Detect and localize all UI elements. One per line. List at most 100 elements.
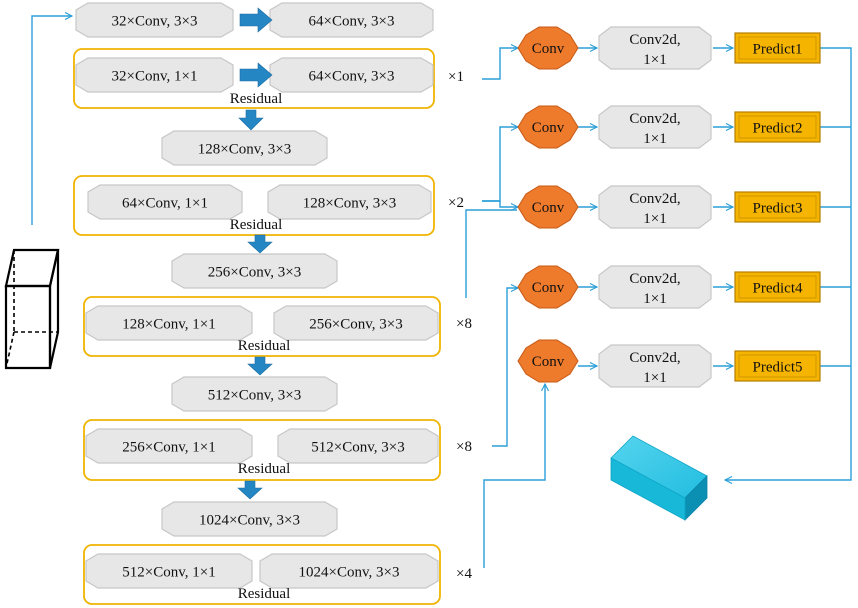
head-3-conv2d-line1: Conv2d,	[629, 191, 680, 207]
head-4-predict-box	[734, 271, 821, 303]
head-3-conv-node	[517, 185, 579, 229]
repeat-count-4: ×8	[456, 439, 472, 455]
connectors	[465, 48, 852, 568]
stage5-conv-3x3: 1024×Conv, 3×3	[259, 553, 439, 589]
repeat-count-2: ×2	[448, 195, 464, 211]
head-3-predict-label: Predict3	[753, 201, 803, 217]
right-arrow-icon	[239, 62, 273, 88]
stage3-conv-3x3: 256×Conv, 3×3	[273, 305, 439, 341]
residual-label-3: Residual	[238, 338, 291, 354]
repeat-count-5: ×4	[456, 566, 472, 582]
residual-label-1: Residual	[230, 91, 283, 107]
head-2: Conv Conv2d, 1×1 Predict2	[517, 105, 821, 149]
head-5-conv-node	[517, 339, 579, 383]
residual-frame-5	[83, 544, 441, 605]
head-4-conv2d-node	[598, 265, 712, 309]
head-5-predict-label: Predict5	[753, 360, 803, 376]
head-4: Conv Conv2d, 1×1 Predict4	[517, 265, 821, 309]
repeat-count-3: ×8	[456, 316, 472, 332]
downsample-conv-1024: 1024×Conv, 3×3	[161, 501, 338, 537]
downsample-conv-128: 128×Conv, 3×3	[161, 130, 328, 166]
downsample-conv-512: 512×Conv, 3×3	[171, 376, 338, 412]
head-2-predict-box	[734, 111, 821, 143]
head-1-conv-node	[517, 26, 579, 70]
stage5-conv-3x3-label: 1024×Conv, 3×3	[299, 565, 400, 581]
repeat-count-1: ×1	[448, 69, 464, 85]
stage1-conv-1x1-label: 32×Conv, 1×1	[112, 69, 198, 85]
stage4-conv-3x3: 512×Conv, 3×3	[277, 428, 439, 464]
residual-frame-4	[83, 419, 441, 481]
head-5: Conv Conv2d, 1×1 Predict5	[517, 339, 821, 388]
head-4-predict-label: Predict4	[753, 281, 803, 297]
stage3-conv-3x3-label: 256×Conv, 3×3	[309, 317, 402, 333]
stage4-conv-1x1-label: 256×Conv, 1×1	[122, 440, 215, 456]
stage4-conv-3x3-label: 512×Conv, 3×3	[311, 440, 404, 456]
output-block-icon	[610, 435, 708, 521]
stage5-conv-1x1: 512×Conv, 1×1	[85, 553, 253, 589]
head-5-predict-box	[734, 350, 821, 382]
repeat-counts: ×1 ×2 ×8 ×8 ×4	[448, 69, 472, 582]
stage5-conv-1x1-label: 512×Conv, 1×1	[122, 565, 215, 581]
stage4-conv-1x1: 256×Conv, 1×1	[85, 428, 253, 464]
head-5-conv2d-line2: 1×1	[643, 370, 666, 386]
residual-labels: Residual Residual Residual Residual Resi…	[230, 91, 291, 602]
down-arrow-icon	[247, 234, 273, 254]
head-4-conv2d-line2: 1×1	[643, 291, 666, 307]
stage1-conv-3x3-label: 64×Conv, 3×3	[309, 69, 395, 85]
residual-frame-1	[73, 48, 435, 109]
downsample-conv-1024-label: 1024×Conv, 3×3	[199, 513, 300, 529]
input-connector	[31, 16, 72, 225]
stem-conv-2-label: 64×Conv, 3×3	[309, 14, 395, 30]
residual-label-4: Residual	[238, 461, 291, 477]
stage3-conv-1x1-label: 128×Conv, 1×1	[122, 317, 215, 333]
downsample-conv-512-label: 512×Conv, 3×3	[208, 388, 301, 404]
stage2-conv-1x1-label: 64×Conv, 1×1	[122, 196, 208, 212]
head-2-predict-label: Predict2	[753, 121, 803, 137]
downsample-conv-256-label: 256×Conv, 3×3	[208, 265, 301, 281]
head-3-conv2d-node	[598, 185, 712, 229]
stage2-conv-3x3-label: 128×Conv, 3×3	[303, 196, 396, 212]
head-3-predict-box	[734, 191, 821, 223]
stage2-conv-1x1: 64×Conv, 1×1	[87, 184, 243, 220]
head-2-conv-label: Conv	[532, 120, 565, 136]
stem-conv-1-label: 32×Conv, 3×3	[112, 14, 198, 30]
head-2-conv2d-line2: 1×1	[643, 131, 666, 147]
head-2-conv2d-line1: Conv2d,	[629, 111, 680, 127]
stem-conv-2: 64×Conv, 3×3	[269, 2, 434, 38]
head-5-conv-label: Conv	[532, 354, 565, 370]
head-1-conv2d-line1: Conv2d,	[629, 32, 680, 48]
block-arrows	[237, 7, 273, 500]
head-4-conv-node	[517, 265, 579, 309]
residual-label-2: Residual	[230, 217, 283, 233]
stage1-conv-3x3: 64×Conv, 3×3	[269, 57, 434, 93]
head-1: Conv Conv2d, 1×1 Predict1	[517, 26, 821, 70]
head-2-conv2d-node	[598, 105, 712, 149]
head-1-conv-label: Conv	[532, 41, 565, 57]
head-1-predict-label: Predict1	[753, 42, 803, 58]
down-arrow-icon	[247, 356, 273, 376]
head-1-conv2d-node	[598, 26, 712, 70]
head-2-conv-node	[517, 105, 579, 149]
input-cube-icon	[4, 248, 60, 370]
head-1-conv2d-line2: 1×1	[643, 52, 666, 68]
residual-frame-2	[73, 175, 435, 236]
residual-label-5: Residual	[238, 586, 291, 602]
stem-conv-1: 32×Conv, 3×3	[75, 2, 234, 38]
head-4-conv2d-line1: Conv2d,	[629, 271, 680, 287]
stage3-conv-1x1: 128×Conv, 1×1	[85, 305, 253, 341]
head-3-conv-label: Conv	[532, 200, 565, 216]
head-5-conv2d-node	[598, 344, 712, 388]
downsample-conv-256: 256×Conv, 3×3	[171, 253, 338, 289]
head-1-predict-box	[734, 32, 821, 64]
stage1-conv-1x1: 32×Conv, 1×1	[75, 57, 234, 93]
head-4-conv-label: Conv	[532, 280, 565, 296]
right-arrow-icon	[239, 7, 273, 33]
head-5-conv2d-line1: Conv2d,	[629, 350, 680, 366]
stage2-conv-3x3: 128×Conv, 3×3	[267, 184, 432, 220]
down-arrow-icon	[237, 480, 263, 500]
residual-frame-3	[83, 296, 441, 357]
head-3: Conv Conv2d, 1×1 Predict3	[517, 185, 821, 229]
head-3-conv2d-line2: 1×1	[643, 211, 666, 227]
residual-frames	[73, 48, 441, 605]
